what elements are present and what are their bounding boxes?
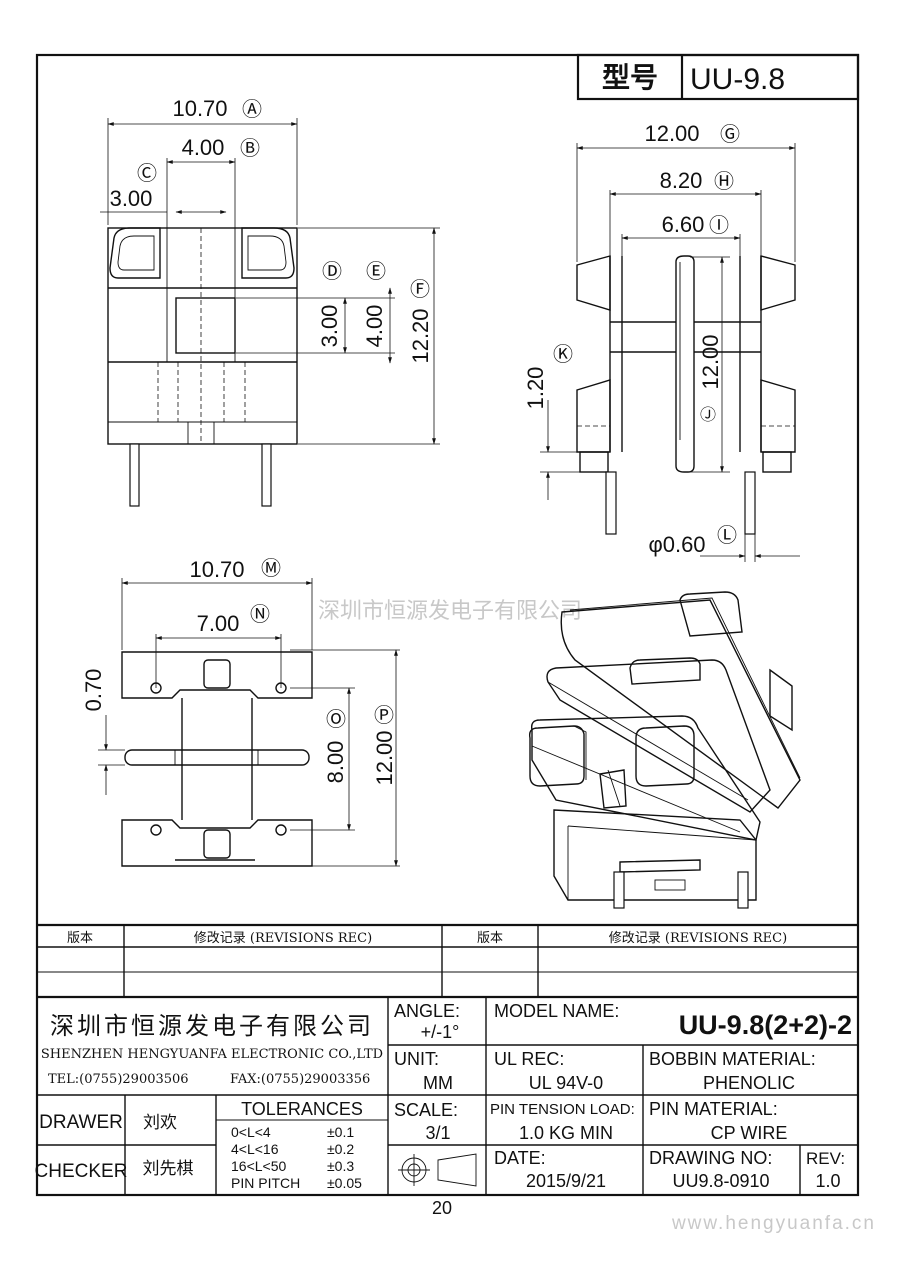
angle-label: ANGLE: — [394, 1001, 460, 1021]
dim-k-marker: Ⓚ — [553, 343, 573, 366]
dim-g-value: 12.00 — [644, 121, 699, 146]
dim-f-marker: Ⓕ — [410, 278, 430, 301]
dim-i-marker: Ⓘ — [709, 214, 729, 237]
type-box: 型号 UU-9.8 — [576, 53, 860, 101]
watermark-text: 深圳市恒源发电子有限公司 — [318, 599, 582, 624]
date-label: DATE: — [494, 1148, 546, 1168]
dim-g-marker: Ⓖ — [720, 123, 740, 146]
dim-e-marker: Ⓔ — [366, 260, 386, 283]
dim-h-marker: Ⓗ — [714, 170, 734, 193]
revision-record-header-1: 修改记录 (REVISIONS REC) — [194, 931, 372, 946]
ul-rec-value: UL 94V-0 — [529, 1073, 603, 1093]
checker-name: 刘先棋 — [143, 1159, 194, 1179]
drawer-name: 刘欢 — [143, 1113, 177, 1133]
website-url: www.hengyuanfa.cn — [671, 1213, 876, 1234]
isometric-view — [528, 591, 801, 909]
dim-h-value: 8.20 — [660, 168, 703, 193]
dim-p-value: 12.00 — [372, 730, 397, 785]
dim-a-value: 10.70 — [172, 96, 227, 121]
date-value: 2015/9/21 — [526, 1171, 606, 1191]
dim-d-marker: Ⓓ — [322, 260, 342, 283]
tolerance-value-2: ±0.2 — [327, 1141, 354, 1157]
dim-p-marker: Ⓟ — [374, 704, 394, 727]
pin-material-label: PIN MATERIAL: — [649, 1099, 778, 1119]
drawer-label: DRAWER — [39, 1112, 123, 1133]
model-name-label: MODEL NAME: — [494, 1001, 619, 1021]
bottom-view: 10.70 Ⓜ 7.00 Ⓝ 0.70 Ⓞ 8.00 Ⓟ 12.00 — [81, 557, 400, 867]
page-number: 20 — [432, 1198, 452, 1218]
dim-d-value: 3.00 — [317, 305, 342, 348]
type-value: UU-9.8 — [690, 63, 785, 96]
model-name-value: UU-9.8(2+2)-2 — [679, 1010, 852, 1040]
tolerance-value-3: ±0.3 — [327, 1158, 354, 1174]
dim-n-marker: Ⓝ — [250, 603, 270, 626]
company-fax: FAX:(0755)29003356 — [230, 1072, 370, 1087]
dim-m-marker: Ⓜ — [261, 557, 281, 580]
rev-label: REV: — [806, 1149, 845, 1168]
dim-a-marker: Ⓐ — [242, 98, 262, 121]
company-tel: TEL:(0755)29003506 — [48, 1072, 189, 1087]
tolerance-range-4: PIN PITCH — [231, 1175, 300, 1191]
rev-value: 1.0 — [815, 1171, 840, 1191]
dim-m-value: 10.70 — [189, 557, 244, 582]
checker-label: CHECKER — [35, 1161, 128, 1182]
pin-tension-label: PIN TENSION LOAD: — [490, 1101, 635, 1118]
dim-b-value: 4.00 — [182, 135, 225, 160]
pin-material-value: CP WIRE — [711, 1123, 788, 1143]
projection-symbol-icon — [398, 1153, 477, 1187]
dim-c-value: 3.00 — [110, 186, 153, 211]
dim-l-value: φ0.60 — [648, 532, 705, 557]
dim-o-marker: Ⓞ — [326, 708, 346, 731]
side-view: 12.00 Ⓖ 8.20 Ⓗ 6.60 Ⓘ 12.00 Ⓙ Ⓚ 1.20 φ0.… — [523, 121, 800, 562]
dim-l-marker: Ⓛ — [717, 524, 737, 547]
revision-version-header-1: 版本 — [67, 931, 93, 946]
dim-c-marker: Ⓒ — [137, 162, 157, 185]
scale-value: 3/1 — [425, 1123, 450, 1143]
dim-j-value: 12.00 — [698, 334, 723, 389]
company-name-cn: 深圳市恒源发电子有限公司 — [50, 1012, 374, 1040]
tolerance-range-3: 16<L<50 — [231, 1158, 286, 1174]
tolerances-label: TOLERANCES — [241, 1099, 363, 1119]
dim-i-value: 6.60 — [662, 212, 705, 237]
ul-rec-label: UL REC: — [494, 1049, 564, 1069]
pin-tension-value: 1.0 KG MIN — [519, 1123, 613, 1143]
dim-k-value: 1.20 — [523, 367, 548, 410]
dim-e-value: 4.00 — [362, 305, 387, 348]
tolerance-range-2: 4<L<16 — [231, 1141, 279, 1157]
bobbin-material-value: PHENOLIC — [703, 1073, 795, 1093]
revision-record-header-2: 修改记录 (REVISIONS REC) — [609, 931, 787, 946]
sheet-border — [35, 53, 860, 1197]
tolerance-range-1: 0<L<4 — [231, 1124, 271, 1140]
drawing-no-label: DRAWING NO: — [649, 1148, 772, 1168]
dim-f-value: 12.20 — [408, 308, 433, 363]
front-view: 10.70 Ⓐ 4.00 Ⓑ Ⓒ 3.00 Ⓓ Ⓔ Ⓕ 3.00 4.00 12… — [100, 96, 440, 507]
unit-label: UNIT: — [394, 1049, 439, 1069]
dim-o-value: 8.00 — [323, 741, 348, 784]
company-name-en: SHENZHEN HENGYUANFA ELECTRONIC CO.,LTD — [41, 1047, 383, 1062]
unit-value: MM — [423, 1073, 453, 1093]
dim-n-value: 7.00 — [197, 611, 240, 636]
tolerance-value-4: ±0.05 — [327, 1175, 362, 1191]
bobbin-material-label: BOBBIN MATERIAL: — [649, 1049, 816, 1069]
title-block: 深圳市恒源发电子有限公司 SHENZHEN HENGYUANFA ELECTRO… — [35, 995, 858, 1195]
scale-label: SCALE: — [394, 1100, 458, 1120]
angle-value: +/-1° — [421, 1022, 460, 1042]
dim-j-marker: Ⓙ — [700, 406, 716, 424]
revisions-table: 版本 修改记录 (REVISIONS REC) 版本 修改记录 (REVISIO… — [37, 923, 858, 997]
dim-b-marker: Ⓑ — [240, 137, 260, 160]
type-label: 型号 — [602, 61, 658, 94]
tolerance-value-1: ±0.1 — [327, 1124, 354, 1140]
revision-version-header-2: 版本 — [477, 931, 503, 946]
drawing-no-value: UU9.8-0910 — [672, 1171, 769, 1191]
dim-q-value: 0.70 — [81, 669, 106, 712]
